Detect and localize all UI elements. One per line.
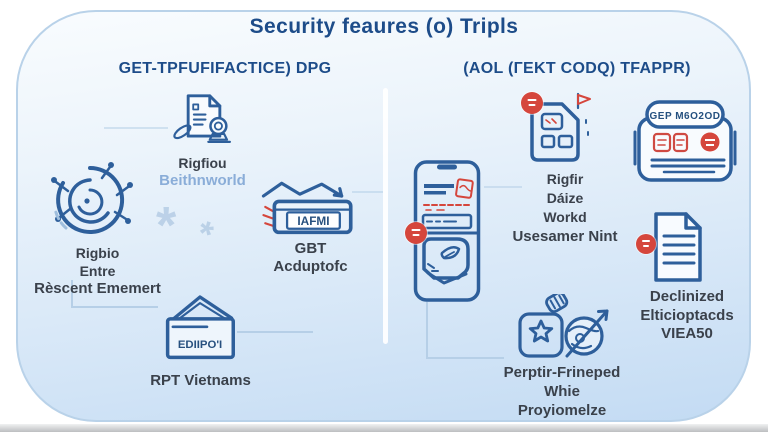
label-line: Elticioptacds [640,306,734,324]
bottom-edge-strip [0,424,768,432]
label-line: Rigfiou [178,155,227,171]
browser-header-text: GEP M6O2OD [650,111,721,122]
label-line: Entre [79,263,116,279]
asterisk-doodle-icon: * [156,197,177,255]
label-line: Declinized [649,288,725,305]
connector-line [352,191,383,193]
fingerprint-label: Rigbio Entre Rèscent Ememert [5,244,190,298]
label-line: Acduptofc [273,258,348,275]
envelope-label: RPT Vietnams [128,372,273,390]
wallet-badge-text: IAFMI [297,214,329,228]
label-line: Dáize [546,190,584,206]
envelope-icon: EDIIPO'I [156,290,244,360]
phone-alert-badge [405,222,427,244]
label-line: RPT Vietnams [150,372,251,389]
wallet-label: GBT Acduptofc [258,240,363,276]
section-divider [383,88,388,344]
label-line: Perptir-Frineped [503,364,621,381]
sim-alert-badge [521,92,543,114]
document-list-icon [642,210,714,284]
document-list-label: Declinized Elticioptacds VIEA50 [623,288,751,344]
label-line: Whie [544,383,580,400]
label-line: GBT [294,240,327,257]
connector-line [426,357,504,359]
sim-label: Rigfir Dáize Workd Usesamer Nint [505,170,625,246]
document-verification-icon [168,88,240,154]
label-line: VIEA50 [661,325,713,342]
label-line: Beithnworld [159,172,246,189]
wallet-icon: IAFMI [258,176,358,236]
label-line: Rèscent Ememert [34,280,161,297]
document-alert-badge [636,234,656,254]
smartphone-security-icon [412,160,482,302]
globe-star-icon [514,294,614,360]
envelope-badge-text: EDIIPO'I [178,339,222,351]
label-line: Rigbio [75,245,120,261]
document-label: Rigfiou Beithnworld [145,154,260,190]
right-section-header: (AOL (ГEKT CODQ) TFAPPR) [463,60,691,77]
page-title: Security feaures (o) Tripls [249,15,519,38]
connector-line [237,331,313,333]
label-line: Workd [543,209,587,225]
connector-line [104,127,168,129]
connector-line [71,306,158,308]
connector-line [484,186,522,188]
connector-line [71,280,73,308]
label-line: Usesamer Nint [512,228,618,245]
connector-line [426,302,428,359]
left-section-header: GET-TPFUFIFACTICE) DPG [118,60,332,77]
browser-window-icon: GEP M6O2OD [630,96,740,188]
globe-label: Perptir-Frineped Whie Proyiomelze [493,363,631,420]
label-line: Rigfir [546,171,584,187]
label-line: Proyiomelze [517,402,607,419]
fingerprint-scan-icon [40,156,140,248]
